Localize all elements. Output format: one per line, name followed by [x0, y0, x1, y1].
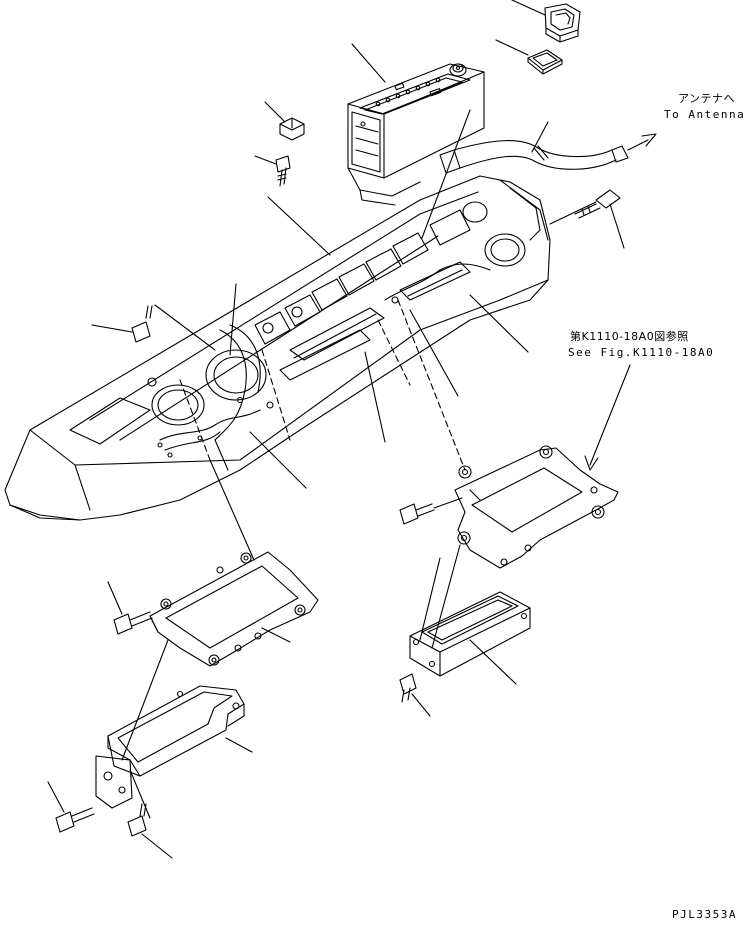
leader-line — [495, 39, 529, 56]
screw — [399, 673, 417, 703]
screw — [127, 803, 147, 837]
leader-line — [409, 309, 459, 397]
dashed-line — [397, 299, 466, 471]
leader-line — [609, 203, 625, 249]
leader-line — [364, 351, 386, 443]
leader-line — [264, 101, 286, 123]
leader-line — [249, 431, 307, 489]
leader-line — [469, 294, 529, 353]
leader-line — [419, 557, 441, 641]
leader-arrow — [589, 364, 631, 466]
switch-bezel — [527, 49, 563, 75]
leader-line — [209, 459, 255, 561]
mounting-bracket-lower — [95, 685, 245, 809]
leader-line — [141, 833, 173, 859]
dashed-line — [261, 349, 291, 441]
antenna-cable — [439, 133, 657, 174]
screw — [574, 189, 621, 219]
screw — [131, 305, 153, 343]
leader-line — [229, 283, 237, 356]
dashed-line — [377, 319, 411, 386]
rocker-switch — [544, 3, 581, 43]
leader-line — [421, 109, 471, 239]
leader-line — [47, 781, 65, 813]
drawing-code: PJL3353A — [672, 908, 737, 921]
mounting-bracket-right — [454, 445, 619, 569]
screw — [275, 155, 291, 187]
leader-line — [107, 581, 123, 615]
leader-line — [469, 639, 517, 685]
see-fig-label-en: See Fig.K1110-18A0 — [568, 346, 715, 359]
leader-line — [121, 639, 169, 761]
dashed-line — [179, 379, 211, 461]
leader-line — [91, 324, 133, 333]
screw — [399, 503, 435, 525]
antenna-label-jp: アンテナへ — [678, 92, 736, 105]
leader-line — [511, 0, 546, 16]
screw — [55, 807, 95, 833]
dashboard-panel — [4, 175, 551, 521]
leader-line — [531, 121, 549, 153]
leader-line — [129, 769, 151, 819]
leader-line — [433, 497, 463, 509]
leader-line — [267, 196, 331, 256]
antenna-label-en: To Antenna — [664, 108, 746, 121]
leader-line — [549, 201, 597, 225]
leader-line — [261, 627, 291, 643]
mounting-plate-left — [149, 551, 319, 667]
leader-line — [154, 304, 216, 351]
screw — [113, 611, 153, 635]
control-box — [409, 591, 531, 677]
see-fig-label-jp: 第K1110-18A0図参照 — [570, 330, 689, 343]
radio-unit — [347, 63, 485, 206]
leader-line — [254, 155, 277, 165]
leader-line — [214, 439, 229, 471]
leader-line — [225, 737, 253, 753]
leader-line — [431, 544, 461, 649]
leader-line — [351, 43, 386, 83]
leader-line — [411, 693, 431, 717]
arrow-head — [584, 455, 599, 471]
cap — [279, 117, 305, 141]
